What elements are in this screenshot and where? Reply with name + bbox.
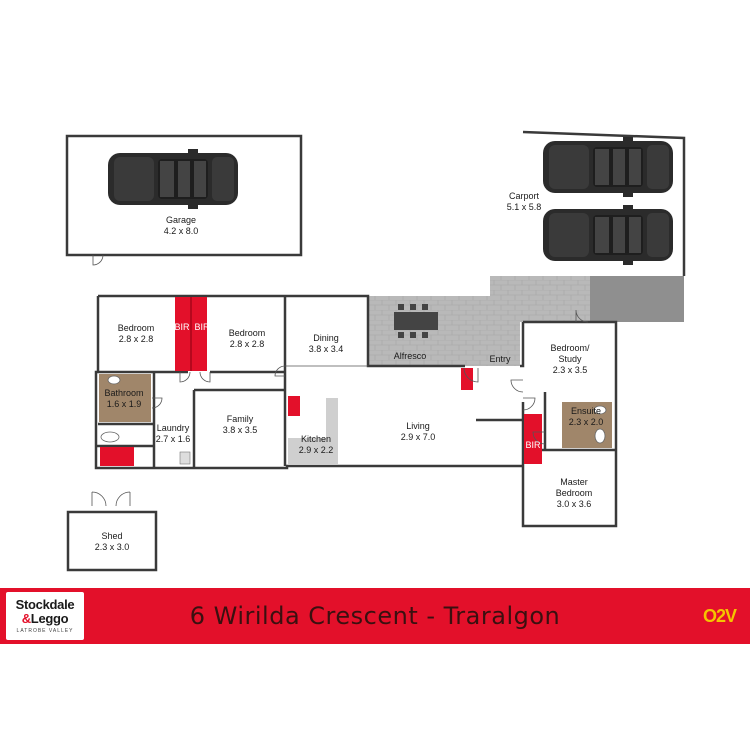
family-dims: 3.8 x 3.5 <box>223 425 258 435</box>
basin-icon <box>593 405 607 415</box>
title-banner: Stockdale &Leggo LATROBE VALLEY 6 Wirild… <box>0 588 750 644</box>
master-label-line1: Master <box>560 477 588 487</box>
alfresco-label: Alfresco <box>394 351 427 361</box>
bedroom-left-label: Bedroom <box>118 323 155 333</box>
logo-word-2: Leggo <box>30 611 69 626</box>
carport-label: Carport <box>509 191 540 201</box>
bedroom-mid-dims: 2.8 x 2.8 <box>230 339 265 349</box>
study-label-line1: Bedroom/ <box>550 343 590 353</box>
ensuite-label: Ensuite <box>571 406 601 416</box>
living-dims: 2.9 x 7.0 <box>401 432 436 442</box>
bathroom-dims: 1.6 x 1.9 <box>107 399 142 409</box>
paving <box>368 276 684 366</box>
garage-dims: 4.2 x 8.0 <box>164 226 199 236</box>
laundry-dims: 2.7 x 1.6 <box>156 434 191 444</box>
kitchen-bench <box>326 398 338 438</box>
master-dims: 3.0 x 3.6 <box>557 499 592 509</box>
entry-label: Entry <box>489 354 511 364</box>
property-address: 6 Wirilda Crescent - Traralgon <box>189 602 561 630</box>
family-label: Family <box>227 414 254 424</box>
bir-block <box>524 414 542 464</box>
partner-badge-icon: O2V <box>702 606 737 626</box>
study-label-line2: Study <box>558 354 582 364</box>
laundry-label: Laundry <box>157 423 190 433</box>
bir-label: BIR <box>174 322 190 332</box>
basin-icon <box>107 375 121 385</box>
dining-dims: 3.8 x 3.4 <box>309 344 344 354</box>
shed-dims: 2.3 x 3.0 <box>95 542 130 552</box>
logo-word-1: Stockdale <box>15 597 75 612</box>
table-icon <box>394 304 438 338</box>
bir-label: BIR <box>194 322 210 332</box>
bedroom-mid-label: Bedroom <box>229 328 266 338</box>
closet-block <box>461 368 473 390</box>
kitchen-dims: 2.9 x 2.2 <box>299 445 334 455</box>
carport: Carport 5.1 x 5.8 <box>507 130 686 276</box>
linen-block <box>100 447 134 466</box>
living-label: Living <box>406 421 430 431</box>
ensuite-dims: 2.3 x 2.0 <box>569 417 604 427</box>
brand-logo: Stockdale &Leggo LATROBE VALLEY <box>6 592 84 640</box>
house-walls <box>94 294 618 528</box>
car-icon <box>108 149 238 209</box>
logo-ampersand: & <box>21 611 31 626</box>
shed <box>66 510 158 572</box>
garage: Garage 4.2 x 8.0 <box>65 134 303 266</box>
car-icon <box>543 137 673 197</box>
bathroom-floor <box>99 374 151 422</box>
kitchen-bench <box>288 438 338 464</box>
bir-label: BIR <box>525 440 541 450</box>
study-dims: 2.3 x 3.5 <box>553 365 588 375</box>
garage-label: Garage <box>166 215 196 225</box>
car-icon <box>543 205 673 265</box>
toilet-icon <box>100 431 120 443</box>
carport-dims: 5.1 x 5.8 <box>507 202 542 212</box>
logo-tagline: LATROBE VALLEY <box>16 628 74 634</box>
floor-plan: Garage 4.2 x 8.0 Carport 5.1 x 5.8 <box>65 130 686 572</box>
bathroom-label: Bathroom <box>104 388 143 398</box>
bedroom-left-dims: 2.8 x 2.8 <box>119 334 154 344</box>
dining-label: Dining <box>313 333 339 343</box>
master-label-line2: Bedroom <box>556 488 593 498</box>
pantry-block <box>288 396 300 416</box>
shed-label: Shed <box>101 531 122 541</box>
kitchen-label: Kitchen <box>301 434 331 444</box>
toilet-icon <box>594 428 606 444</box>
door-swings <box>91 309 589 507</box>
laundry-tub-icon <box>179 451 191 465</box>
